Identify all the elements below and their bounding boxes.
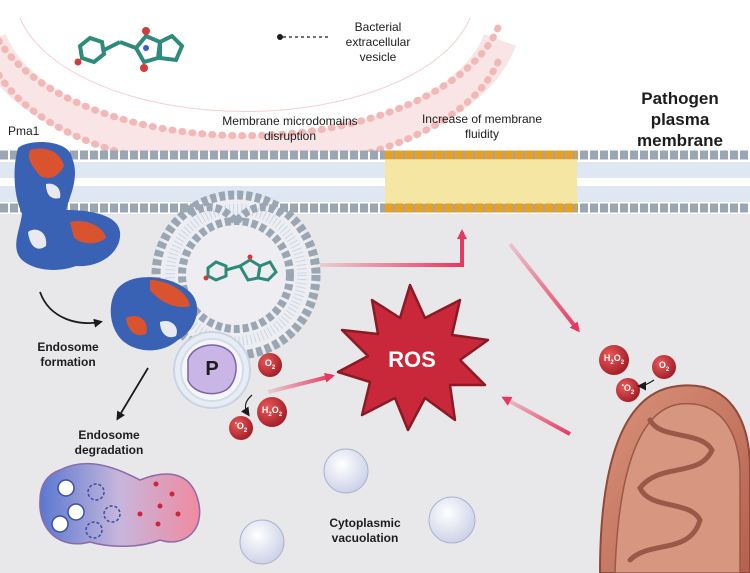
h2o2-ball-right (599, 345, 629, 375)
label-h2o2-right: H2O2 (603, 353, 625, 366)
label-o2-left: O2 (264, 358, 276, 371)
vacuole-2 (239, 519, 285, 565)
label-phosphate: P (205, 358, 219, 380)
bacterial-vesicle (0, 17, 516, 174)
pma1-protein (14, 142, 121, 270)
arrow-to-ros (267, 372, 335, 394)
label-vesicle: Bacterial extracellular vesicle (345, 20, 411, 64)
vacuole-3 (428, 496, 476, 544)
label-endosome-formation: Endosome formation (37, 340, 99, 369)
o2-ball-right (652, 355, 676, 379)
ros-burst (336, 283, 490, 432)
arrow-mito-to-ros (501, 396, 571, 436)
pma1-endosome-protein (110, 277, 198, 351)
h2o2-ball-left (257, 397, 287, 427)
label-microdomains: Membrane microdomains disruption (222, 114, 358, 143)
label-pathogen-membrane: Pathogen plasma membrane (637, 89, 723, 150)
arrow-superoxide (240, 394, 253, 417)
label-o2-right: O2 (658, 360, 670, 373)
molecule-icon (74, 27, 185, 72)
o2-ball-left (258, 353, 282, 377)
arrow-endosome-formation (39, 291, 103, 328)
superoxide-ball-left (229, 416, 253, 440)
arrow-to-fluidity (320, 229, 467, 267)
vacuole-1 (323, 448, 369, 494)
label-pma1: Pma1 (8, 124, 40, 138)
label-h2o2-left: H2O2 (261, 405, 283, 418)
label-endosome-degradation: Endosome degradation (74, 428, 144, 457)
label-superoxide-right: •O2 (621, 383, 635, 396)
arrow-endosome-degradation (116, 367, 149, 421)
phosphate-vesicle (173, 331, 251, 409)
label-fluidity: Increase of membrane fluidity (421, 112, 543, 141)
arrow-superoxide-right (637, 379, 655, 391)
degradation-body (39, 462, 201, 548)
label-cytoplasmic-vacuolation: Cytoplasmic vacuolation (329, 516, 401, 545)
superoxide-ball-right (616, 378, 640, 402)
leader-dot (277, 34, 283, 40)
label-superoxide-left: •O2 (234, 421, 248, 434)
endocytic-vesicle (151, 190, 321, 360)
label-ros: ROS (388, 347, 436, 372)
mitochondrion (598, 384, 750, 573)
plasma-membrane (0, 150, 750, 213)
arrow-to-mitochondria (508, 242, 580, 333)
